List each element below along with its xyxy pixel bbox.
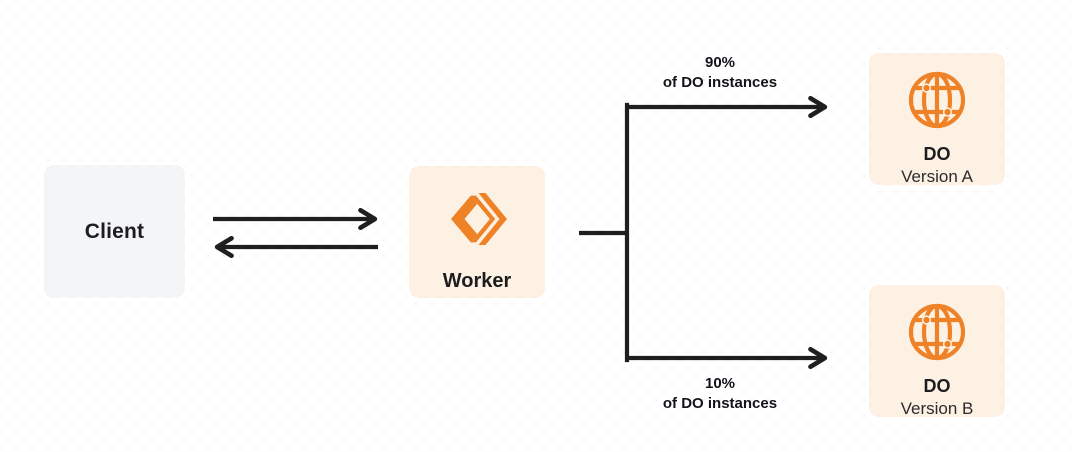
cloudflare-workers-icon <box>443 185 511 258</box>
edge-label-top-percent: 90% <box>704 54 736 71</box>
node-worker[interactable]: Worker <box>409 166 545 298</box>
node-worker-label: Worker <box>442 270 512 292</box>
node-do-version-a-subtitle: Version A <box>901 166 973 186</box>
edge-label-bottom-caption: of DO instances <box>662 395 778 413</box>
node-do-version-a[interactable]: DO Version A <box>869 53 1005 186</box>
node-do-version-a-title: DO <box>923 144 951 164</box>
globe-icon <box>906 69 968 136</box>
node-do-version-b-subtitle: Version B <box>900 398 974 418</box>
edge-label-top: 90% of DO instances <box>627 53 813 94</box>
edge-label-bottom: 10% of DO instances <box>627 374 813 415</box>
globe-icon <box>906 301 968 368</box>
node-client-label: Client <box>84 219 145 243</box>
node-client[interactable]: Client <box>44 165 185 298</box>
node-do-version-b-title: DO <box>923 376 951 396</box>
edge-label-top-caption: of DO instances <box>662 74 778 92</box>
edge-label-bottom-percent: 10% <box>704 375 736 392</box>
node-do-version-b[interactable]: DO Version B <box>869 285 1005 418</box>
